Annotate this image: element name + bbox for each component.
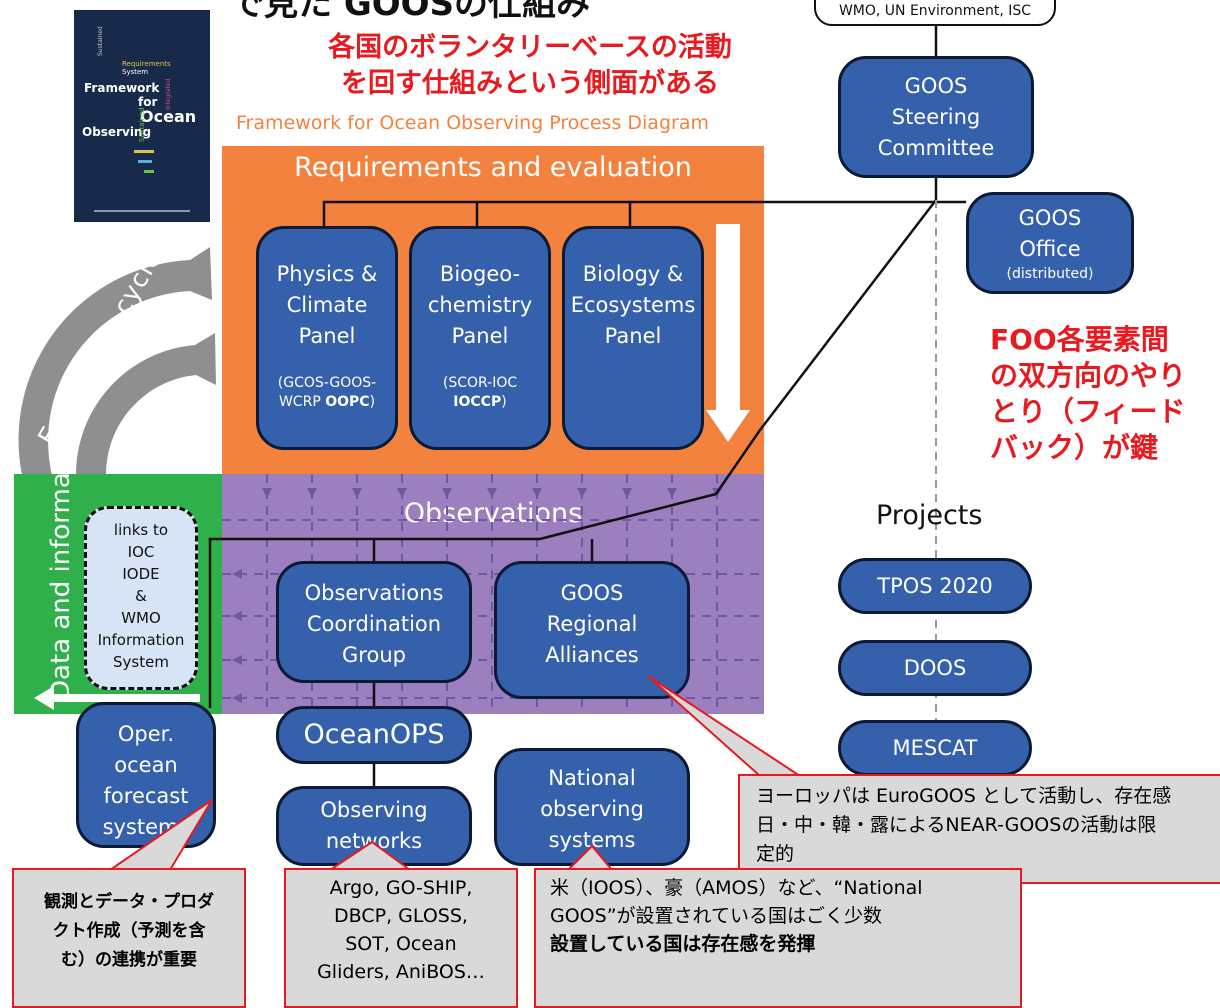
cover-word-global: Sustained <box>138 107 146 142</box>
cover-word-observing: Observing <box>82 125 151 139</box>
biogeochemistry-sub: (SCOR-IOC IOCCP) <box>442 375 518 410</box>
links-iode-label: links to IOC IODE & WMO Information Syst… <box>97 521 185 671</box>
oceanops-box: OceanOPS <box>276 706 472 764</box>
regional-alliances-box: GOOS Regional Alliances <box>494 561 690 699</box>
observations-coordination-group-box: Observations Coordination Group <box>276 561 472 683</box>
physics-climate-panel: Physics & Climate Panel (GCOS-GOOS- WCRP… <box>256 226 398 450</box>
physics-climate-sub: (GCOS-GOOS- WCRP OOPC) <box>277 375 377 410</box>
biogeochemistry-title: Biogeo- chemistry Panel <box>427 262 533 348</box>
europe-callout-text: ヨーロッパは EuroGOOS として活動し、存在感 日・中・韓・露によるNEA… <box>756 785 1172 865</box>
networks-list-callout: Argo, GO-SHIP, DBCP, GLOSS, SOT, Ocean G… <box>284 868 518 1008</box>
goos-office-label: GOOS Office <box>1018 206 1082 261</box>
project-tpos2020: TPOS 2020 <box>838 558 1032 614</box>
cover-word-integrated: Integrated <box>165 78 172 110</box>
project-doos-label: DOOS <box>903 656 967 680</box>
steering-committee-label: GOOS Steering Committee <box>877 74 995 160</box>
diagram-title: Framework for Ocean Observing Process Di… <box>236 112 709 134</box>
evaluation-down-arrow <box>706 224 750 442</box>
forecast-systems-label: Oper. ocean forecast systems <box>102 722 190 839</box>
links-iode-box: links to IOC IODE & WMO Information Syst… <box>84 506 198 690</box>
cover-word-sustained: Sustained <box>97 26 104 56</box>
regional-alliances-label: GOOS Regional Alliances <box>545 581 639 667</box>
requirements-title: Requirements and evaluation <box>294 152 692 183</box>
national-callout: 米（IOOS）、豪（AMOS）など、“National GOOS”が設置されてい… <box>534 868 1022 1008</box>
forecast-systems-box: Oper. ocean forecast systems <box>76 702 216 848</box>
networks-list-text: Argo, GO-SHIP, DBCP, GLOSS, SOT, Ocean G… <box>317 877 485 983</box>
evaluation-cycles-arc: Evaluation cycles <box>18 235 216 475</box>
projects-title: Projects <box>876 500 983 531</box>
steering-committee-box: GOOS Steering Committee <box>838 56 1034 178</box>
goos-office-box: GOOS Office (distributed) <box>966 192 1134 294</box>
sponsors-box: WMO, UN Environment, ISC <box>814 0 1056 26</box>
observing-networks-label: Observing networks <box>320 798 428 853</box>
national-systems-label: National observing systems <box>540 766 644 852</box>
data-link-callout-text: 観測とデータ・プロダ クト作成（予測を含 む）の連携が重要 <box>44 892 214 970</box>
data-link-callout: 観測とデータ・プロダ クト作成（予測を含 む）の連携が重要 <box>12 868 246 1008</box>
ocg-label: Observations Coordination Group <box>304 581 444 667</box>
goos-office-sub: (distributed) <box>1006 266 1094 282</box>
cover-word-framework: Framework <box>84 81 160 95</box>
project-mescat-label: MESCAT <box>892 736 978 760</box>
biology-ecosystems-title: Biology & Ecosystems Panel <box>570 262 696 348</box>
biology-ecosystems-panel: Biology & Ecosystems Panel <box>562 226 704 450</box>
cover-word-requirements: Requirements <box>122 60 171 68</box>
national-callout-bold: 設置している国は存在感を発揮 <box>550 933 816 955</box>
sponsors-text: WMO, UN Environment, ISC <box>838 3 1032 19</box>
book-cover-wordcloud: Sustained Requirements System Framework … <box>82 26 196 212</box>
cover-word-system: System <box>122 68 148 76</box>
book-cover: Sustained Requirements System Framework … <box>74 10 210 222</box>
project-doos: DOOS <box>838 640 1032 696</box>
data-flow-arrow <box>34 686 200 710</box>
physics-climate-title: Physics & Climate Panel <box>276 262 378 348</box>
national-callout-text: 米（IOOS）、豪（AMOS）など、“National GOOS”が設置されてい… <box>550 877 923 927</box>
voluntary-note: 各国のボランタリーベースの活動 を回す仕組みという側面がある <box>328 32 732 99</box>
oceanops-label: OceanOPS <box>303 719 445 750</box>
biogeochemistry-panel: Biogeo- chemistry Panel (SCOR-IOC IOCCP) <box>409 226 551 450</box>
europe-callout: ヨーロッパは EuroGOOS として活動し、存在感 日・中・韓・露によるNEA… <box>738 774 1220 884</box>
page-title-partial: で見た GOOSの仕組み <box>230 0 591 24</box>
feedback-note: FOO各要素間 の双方向のやり とり（フィード バック）が鍵 <box>990 323 1187 464</box>
cover-word-ocean: Ocean <box>140 107 196 126</box>
cover-word-for: for <box>138 95 157 109</box>
project-tpos2020-label: TPOS 2020 <box>877 574 993 598</box>
